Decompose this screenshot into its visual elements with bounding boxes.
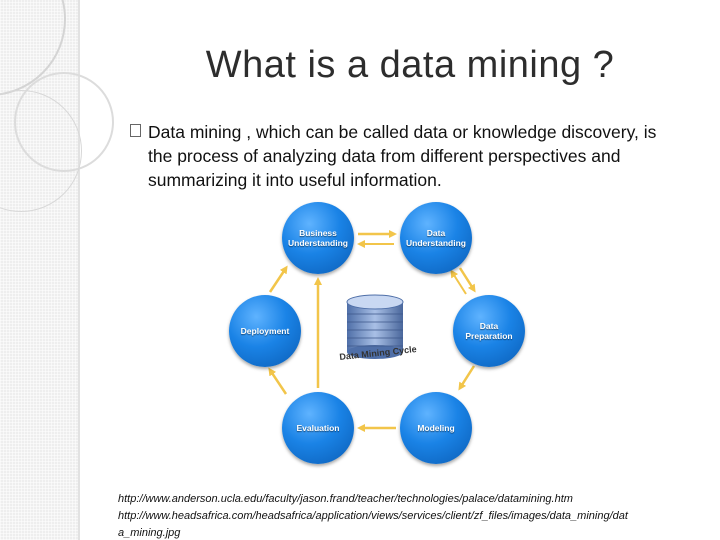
node-label: Data Understanding xyxy=(400,228,472,248)
node-data-understanding: Data Understanding xyxy=(400,202,472,274)
node-deployment: Deployment xyxy=(229,295,301,367)
node-modeling: Modeling xyxy=(400,392,472,464)
data-mining-cycle-diagram: Business Understanding Data Understandin… xyxy=(208,190,538,480)
source-links: http://www.anderson.ucla.edu/faculty/jas… xyxy=(118,491,718,540)
node-label: Evaluation xyxy=(293,423,344,433)
arrow-evaluation-to-deployment xyxy=(270,370,286,394)
node-label: Deployment xyxy=(237,326,294,336)
bullet-text: Data mining , which can be called data o… xyxy=(148,120,668,192)
source-url-1[interactable]: http://www.anderson.ucla.edu/faculty/jas… xyxy=(118,491,718,508)
node-data-preparation: Data Preparation xyxy=(453,295,525,367)
node-label: Business Understanding xyxy=(282,228,354,248)
slide-title: What is a data mining ? xyxy=(120,44,700,87)
node-evaluation: Evaluation xyxy=(282,392,354,464)
node-business-understanding: Business Understanding xyxy=(282,202,354,274)
arrow-data-preparation-to-modeling xyxy=(460,366,474,388)
bullet-item: Data mining , which can be called data o… xyxy=(128,120,668,192)
source-url-2[interactable]: http://www.headsafrica.com/headsafrica/a… xyxy=(118,508,718,525)
checkbox-bullet-icon xyxy=(130,124,141,137)
node-label: Data Preparation xyxy=(453,321,525,341)
source-url-2-continued[interactable]: a_mining.jpg xyxy=(118,525,718,540)
arrow-deployment-to-business xyxy=(270,268,286,292)
node-label: Modeling xyxy=(413,423,458,433)
